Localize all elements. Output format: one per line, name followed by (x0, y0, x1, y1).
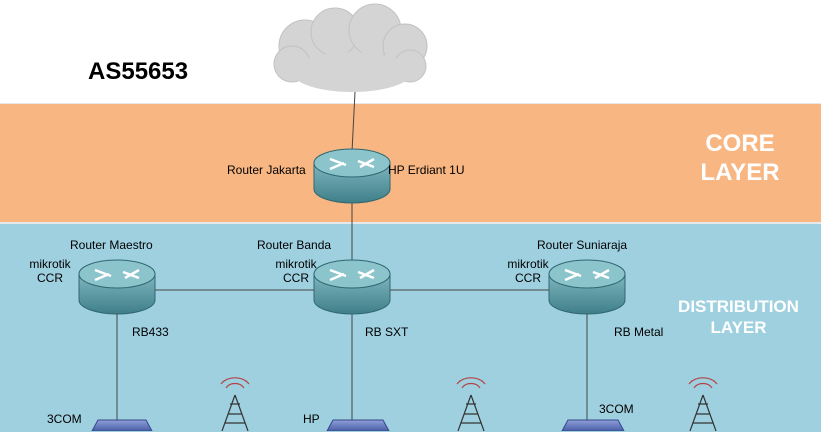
switch-suniaraja-icon (561, 419, 625, 431)
router-jakarta-name: Router Jakarta (227, 163, 306, 177)
access-suniaraja-label: 3COM (599, 402, 634, 416)
distribution-layer-line2: LAYER (710, 318, 767, 338)
access-banda-label: HP (303, 412, 320, 426)
router-banda-type2: CCR (283, 271, 309, 285)
router-maestro-type: mikrotik CCR (22, 257, 78, 285)
router-jakarta-model: HP Erdiant 1U (388, 163, 465, 177)
router-suniaraja-type: mikrotik CCR (500, 257, 556, 285)
core-layer-band (0, 103, 821, 223)
router-banda-name: Router Banda (257, 238, 332, 252)
core-layer-line1: CORE (705, 130, 775, 157)
tower-icon (456, 377, 486, 431)
core-layer-line2: LAYER (700, 158, 780, 186)
tower-icon (688, 377, 718, 431)
router-suniaraja-link: RB Metal (614, 325, 664, 339)
distribution-layer-band (0, 223, 821, 432)
router-banda-icon (313, 259, 391, 315)
tower-icon (220, 377, 250, 431)
router-maestro-link: RB433 (132, 325, 169, 339)
network-links (116, 91, 588, 431)
router-suniaraja-type2: CCR (515, 271, 541, 285)
switch-banda-icon (326, 419, 390, 431)
router-maestro-type1: mikrotik (29, 257, 71, 271)
access-maestro-label: 3COM (47, 412, 82, 426)
distribution-layer-line1: DISTRIBUTION (678, 297, 799, 316)
router-banda-type1: mikrotik (275, 257, 317, 271)
router-suniaraja-icon (548, 259, 626, 315)
router-maestro-type2: CCR (37, 271, 63, 285)
router-jakarta-icon (313, 148, 391, 204)
internet-cloud-icon (273, 3, 428, 92)
router-banda-link: RB SXT (365, 325, 409, 339)
router-maestro-name: Router Maestro (70, 238, 153, 252)
router-maestro-icon (78, 259, 156, 315)
core-layer-label: CORE LAYER (680, 130, 800, 188)
router-suniaraja-name: Router Suniaraja (537, 238, 628, 252)
router-suniaraja-type1: mikrotik (507, 257, 549, 271)
distribution-layer-label: DISTRIBUTION LAYER (666, 296, 811, 339)
switch-maestro-icon (91, 419, 153, 431)
router-banda-type: mikrotik CCR (268, 257, 324, 285)
link-cloud-jakarta (351, 91, 356, 153)
as-number-title: AS55653 (88, 58, 189, 85)
